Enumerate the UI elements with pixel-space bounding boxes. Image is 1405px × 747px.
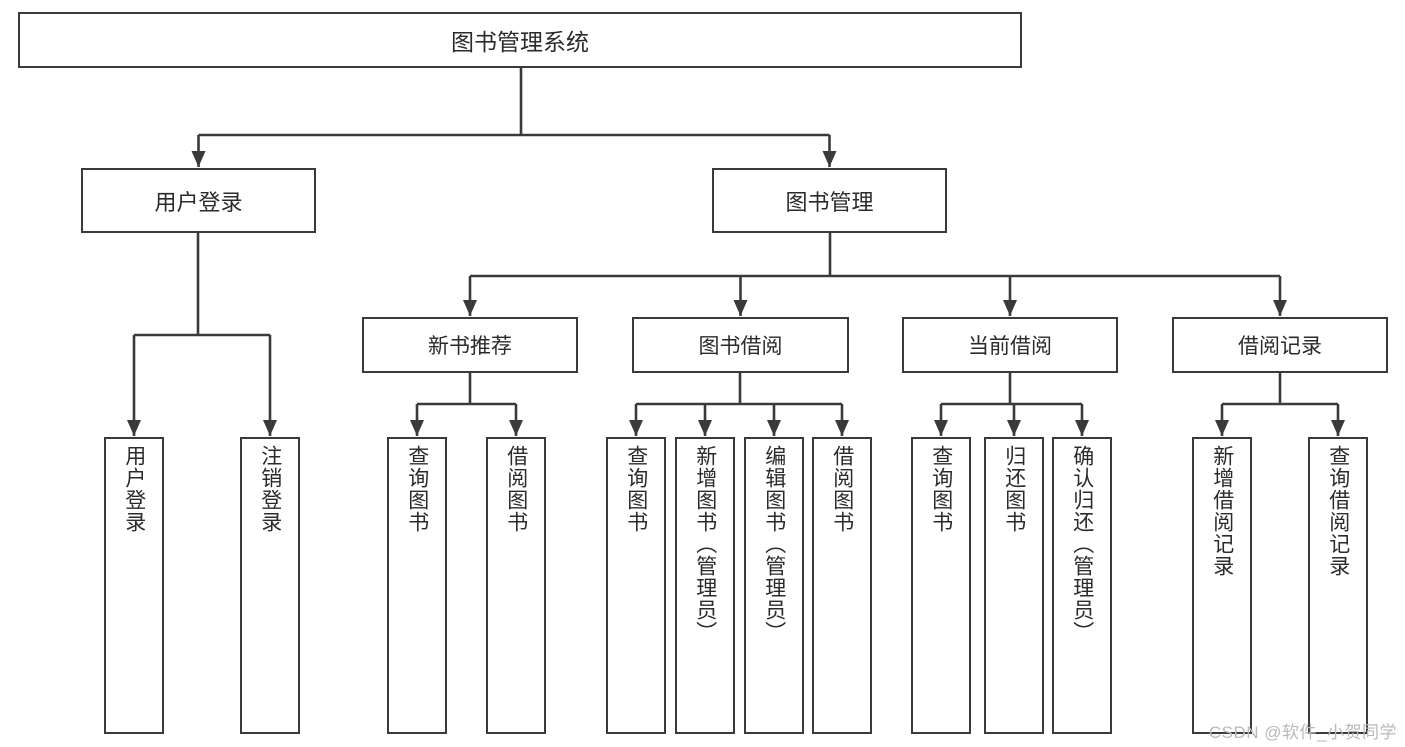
- node-box-l-11[interactable]: 确认归还（管理员）: [1052, 437, 1112, 734]
- node-box-l-3[interactable]: 查询图书: [387, 437, 447, 734]
- arrow-head-icon-n-login: [191, 151, 206, 167]
- arrow-head-icon-l-12: [1215, 420, 1229, 436]
- arrow-head-icon-l-13: [1331, 420, 1345, 436]
- arrow-head-icon-l-3: [410, 420, 424, 436]
- node-box-l-8[interactable]: 借阅图书: [812, 437, 872, 734]
- node-label: 查询图书: [405, 445, 429, 533]
- node-label: 确认归还（管理员）: [1070, 445, 1094, 643]
- node-label: 查询图书: [624, 445, 648, 533]
- node-label: 查询图书: [929, 445, 953, 533]
- node-box-n-borrow[interactable]: 图书借阅: [632, 317, 849, 373]
- node-box-n-login[interactable]: 用户登录: [81, 168, 316, 233]
- node-label: 归还图书: [1002, 445, 1026, 533]
- arrow-head-icon-n-borrow: [733, 300, 748, 316]
- arrow-head-icon-l-4: [509, 420, 523, 436]
- arrow-head-icon-l-5: [629, 420, 643, 436]
- node-label: 借阅记录: [1238, 335, 1322, 358]
- node-label: 用户登录: [122, 445, 146, 533]
- arrow-head-icon-n-cur: [1003, 300, 1017, 316]
- arrow-head-icon-l-2: [263, 420, 277, 436]
- node-box-l-7[interactable]: 编辑图书（管理员）: [744, 437, 804, 734]
- node-box-n-cur[interactable]: 当前借阅: [902, 317, 1118, 373]
- node-box-n-rec[interactable]: 借阅记录: [1172, 317, 1388, 373]
- arrow-head-icon-n-rec: [1273, 300, 1287, 316]
- node-label: 用户登录: [154, 189, 243, 215]
- arrow-head-icon-n-book: [822, 151, 837, 167]
- arrow-head-icon-l-9: [934, 420, 948, 436]
- node-label: 图书借阅: [698, 335, 783, 358]
- node-label: 新增借阅记录: [1210, 445, 1234, 577]
- arrow-head-icon-l-10: [1007, 420, 1021, 436]
- node-label: 当前借阅: [968, 335, 1052, 358]
- node-box-l-2[interactable]: 注销登录: [240, 437, 300, 734]
- node-box-l-5[interactable]: 查询图书: [606, 437, 666, 734]
- node-box-n-book[interactable]: 图书管理: [712, 168, 947, 233]
- node-label: 借阅图书: [830, 445, 854, 533]
- arrow-head-icon-l-7: [767, 420, 781, 436]
- node-box-l-13[interactable]: 查询借阅记录: [1308, 437, 1368, 734]
- arrow-head-icon-l-8: [835, 420, 849, 436]
- arrow-head-icon-l-11: [1075, 420, 1089, 436]
- node-box-l-12[interactable]: 新增借阅记录: [1192, 437, 1252, 734]
- node-box-l-9[interactable]: 查询图书: [911, 437, 971, 734]
- node-box-l-1[interactable]: 用户登录: [104, 437, 164, 734]
- node-label: 借阅图书: [504, 445, 528, 533]
- node-label: 新增图书（管理员）: [693, 445, 717, 643]
- node-label: 图书管理: [785, 189, 874, 215]
- node-label: 新书推荐: [428, 335, 512, 358]
- node-box-l-6[interactable]: 新增图书（管理员）: [675, 437, 735, 734]
- node-box-n-new[interactable]: 新书推荐: [362, 317, 578, 373]
- node-box-root[interactable]: 图书管理系统: [18, 12, 1022, 68]
- watermark-label: CSDN @软件_小贺同学: [1208, 723, 1397, 742]
- node-label: 注销登录: [258, 445, 282, 533]
- node-box-l-4[interactable]: 借阅图书: [486, 437, 546, 734]
- node-label: 编辑图书（管理员）: [762, 445, 786, 643]
- node-label: 图书管理系统: [451, 29, 589, 55]
- arrow-head-icon-l-1: [127, 420, 141, 436]
- arrow-head-icon-n-new: [463, 300, 477, 316]
- arrow-head-icon-l-6: [698, 420, 712, 436]
- node-label: 查询借阅记录: [1326, 445, 1350, 577]
- node-box-l-10[interactable]: 归还图书: [984, 437, 1044, 734]
